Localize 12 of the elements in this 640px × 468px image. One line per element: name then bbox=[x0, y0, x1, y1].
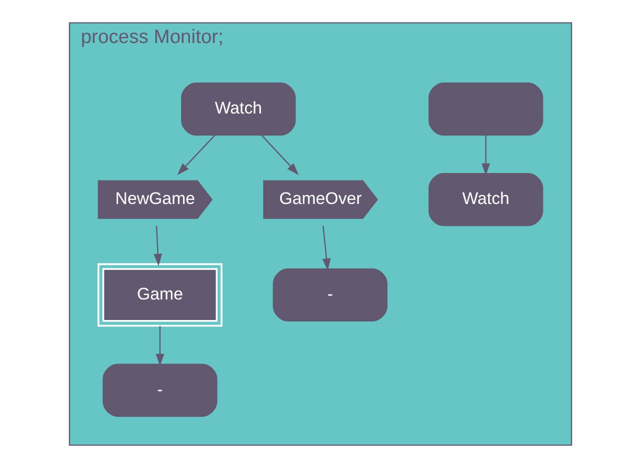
node-box: - bbox=[272, 268, 387, 322]
node-box: Watch bbox=[180, 82, 296, 136]
node-box: Game bbox=[97, 263, 222, 327]
arrow bbox=[176, 134, 215, 175]
arrow bbox=[260, 134, 298, 175]
arrow bbox=[155, 326, 164, 366]
node-oval bbox=[428, 82, 543, 136]
node-box: - bbox=[102, 364, 217, 417]
node-box: Watch bbox=[428, 173, 543, 226]
arrow bbox=[153, 226, 162, 266]
arrow bbox=[481, 135, 490, 176]
arrow bbox=[322, 226, 330, 271]
